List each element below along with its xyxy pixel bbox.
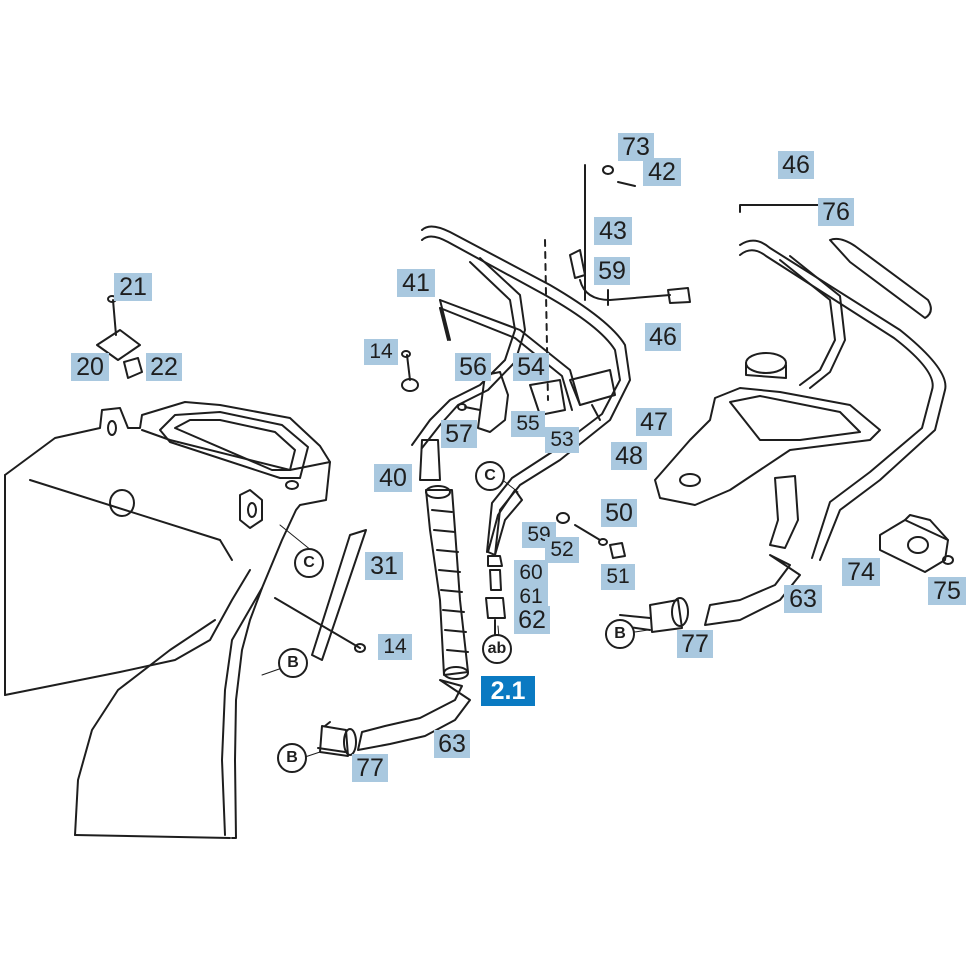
fitting-stack-icon: [485, 555, 506, 641]
cover-plate-icon: [96, 295, 143, 379]
callout-62: 62: [514, 606, 550, 634]
callout-48: 48: [611, 442, 647, 470]
callout-14-bottom: 14: [378, 634, 412, 660]
callout-61: 61: [514, 584, 548, 610]
callout-57: 57: [441, 420, 477, 448]
callout-53: 53: [545, 427, 579, 453]
ref-mark-ab: ab: [482, 634, 512, 664]
callout-22: 22: [146, 353, 182, 381]
ref-mark-c-center: C: [475, 461, 505, 491]
right-hose-icon: [614, 475, 801, 633]
callout-74: 74: [842, 558, 880, 586]
ref-mark-b-right: B: [605, 619, 635, 649]
ref-mark-b-left: B: [278, 648, 308, 678]
ref-mark-b-bottom: B: [277, 743, 307, 773]
callout-20: 20: [71, 353, 109, 381]
callout-60: 60: [514, 560, 548, 586]
callout-63-left: 63: [434, 730, 470, 758]
callout-14-top: 14: [364, 339, 398, 365]
callout-56: 56: [455, 353, 491, 381]
callout-21: 21: [114, 273, 152, 301]
callout-77-right: 77: [677, 630, 713, 658]
callout-59-top: 59: [594, 257, 630, 285]
callout-73: 73: [618, 133, 654, 161]
callout-52: 52: [545, 537, 579, 563]
callout-43: 43: [594, 217, 632, 245]
right-handle-icon: [739, 204, 947, 561]
solution-tank-icon: [654, 352, 881, 506]
drain-hose-icon: [317, 679, 471, 757]
hose-holder-icon: [879, 514, 954, 573]
callout-77-left: 77: [352, 754, 388, 782]
callout-76: 76: [818, 198, 854, 226]
callout-41: 41: [397, 269, 435, 297]
ref-mark-c-left: C: [294, 548, 324, 578]
callout-54: 54: [513, 353, 549, 381]
callout-42: 42: [643, 158, 681, 186]
recovery-tank-icon: [4, 401, 331, 839]
callout-63-right: 63: [784, 585, 822, 613]
callout-31: 31: [365, 552, 403, 580]
callout-40: 40: [374, 464, 412, 492]
callout-75: 75: [928, 577, 966, 605]
callout-51: 51: [601, 564, 635, 590]
mounting-bracket-icon: [274, 529, 367, 661]
suction-hose-icon: [419, 439, 469, 680]
cable-icon: [569, 165, 691, 306]
callout-50: 50: [601, 499, 637, 527]
callout-46-center: 46: [645, 323, 681, 351]
callout-46-right: 46: [778, 151, 814, 179]
section-label: 2.1: [481, 676, 535, 706]
callout-55: 55: [511, 411, 545, 437]
callout-47: 47: [636, 408, 672, 436]
